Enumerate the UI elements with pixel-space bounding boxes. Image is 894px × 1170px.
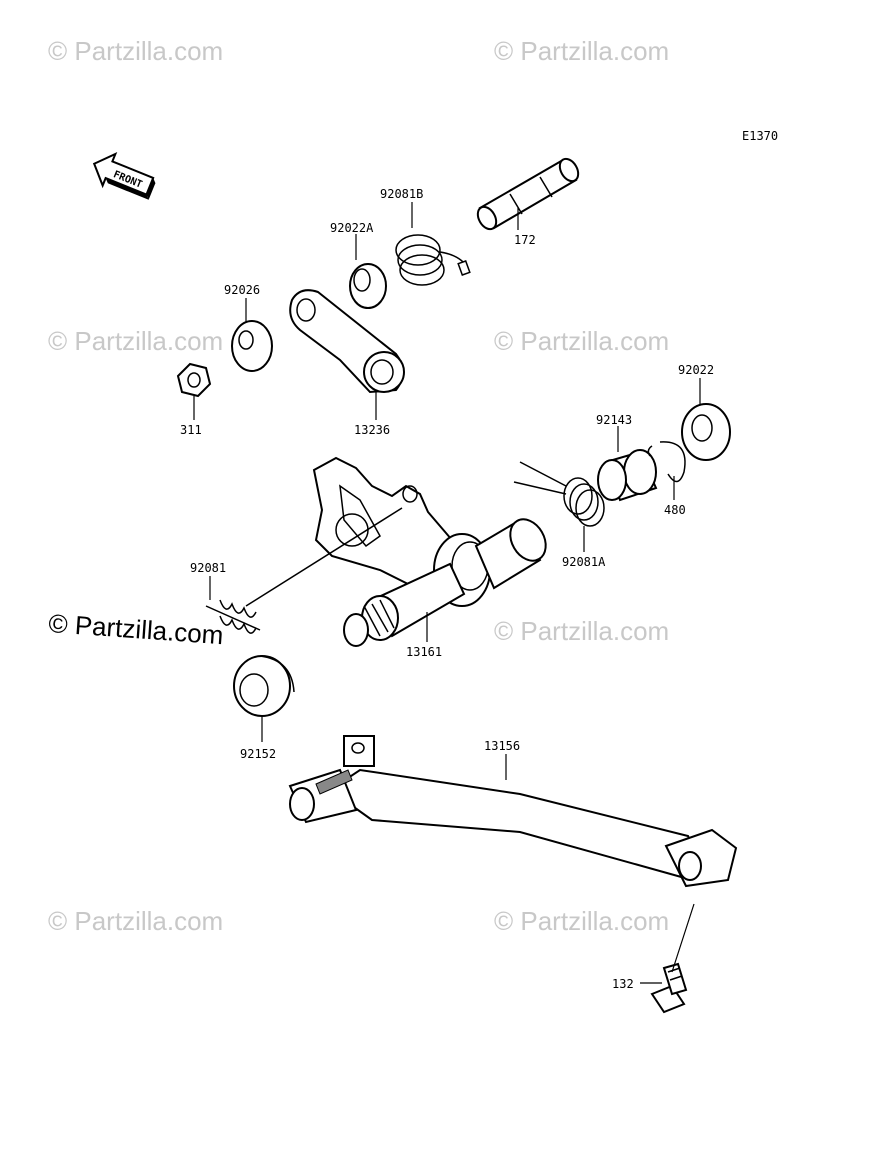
watermark-top-left: © Partzilla.com <box>48 36 223 66</box>
part-92143-collar <box>597 449 658 502</box>
part-132-bolt <box>650 962 688 1014</box>
part-92022-washer <box>681 403 731 461</box>
watermark-mid-right: © Partzilla.com <box>494 326 669 356</box>
label-132: 132 <box>612 977 634 991</box>
label-92022: 92022 <box>678 363 714 377</box>
part-92022A-washer <box>349 263 387 309</box>
part-13156-shift-pedal <box>288 735 738 888</box>
label-92081B: 92081B <box>380 187 423 201</box>
watermark-center-right: © Partzilla.com <box>494 616 669 646</box>
part-172-shaft <box>476 157 580 231</box>
part-92026-washer <box>231 320 273 372</box>
watermark-main: © Partzilla.com <box>48 608 225 650</box>
label-92081: 92081 <box>190 561 226 575</box>
label-311: 311 <box>180 423 202 437</box>
label-13236: 13236 <box>354 423 390 437</box>
label-13161: 13161 <box>406 645 442 659</box>
watermark-bottom-right: © Partzilla.com <box>494 906 669 936</box>
label-480: 480 <box>664 503 686 517</box>
part-92152-seal <box>233 655 295 717</box>
label-92026: 92026 <box>224 283 260 297</box>
label-13156: 13156 <box>484 739 520 753</box>
diagram-code: E1370 <box>742 129 778 143</box>
part-92081A-spring <box>513 461 605 527</box>
watermark-mid-left: © Partzilla.com <box>48 326 223 356</box>
label-92152: 92152 <box>240 747 276 761</box>
label-172: 172 <box>514 233 536 247</box>
label-92143: 92143 <box>596 413 632 427</box>
part-13236-link-arm <box>289 289 405 394</box>
part-13161-shift-shaft <box>312 456 547 647</box>
part-92081B-spring <box>395 234 471 286</box>
watermark-top-right: © Partzilla.com <box>494 36 669 66</box>
front-arrow-icon: FRONT <box>92 152 156 200</box>
part-311-nut <box>176 362 212 398</box>
watermark-bottom-left: © Partzilla.com <box>48 906 223 936</box>
label-92081A: 92081A <box>562 555 606 569</box>
part-92081-spring <box>205 507 403 634</box>
label-92022A: 92022A <box>330 221 374 235</box>
